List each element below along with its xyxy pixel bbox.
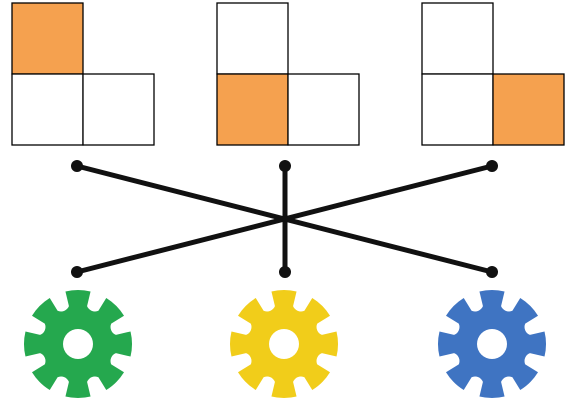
highlighted-square-bottom-right <box>492 73 565 146</box>
gears-row <box>24 290 546 398</box>
bottom-dot-3 <box>486 266 498 278</box>
square-bottom-left <box>11 73 84 146</box>
connector-lines <box>71 160 498 278</box>
green-gear-icon <box>24 290 132 398</box>
square-bottom-left <box>421 73 494 146</box>
pattern-2 <box>216 2 360 146</box>
pattern-1 <box>11 2 155 146</box>
bottom-dot-2 <box>279 266 291 278</box>
top-dot-1 <box>71 160 83 172</box>
blue-gear-icon <box>438 290 546 398</box>
gear-center-hole <box>269 329 299 359</box>
square-bottom-right <box>82 73 155 146</box>
square-top <box>216 2 289 75</box>
pattern-3 <box>421 2 565 146</box>
top-dot-2 <box>279 160 291 172</box>
bottom-dot-1 <box>71 266 83 278</box>
square-top <box>421 2 494 75</box>
gear-center-hole <box>477 329 507 359</box>
top-dot-3 <box>486 160 498 172</box>
highlighted-square-top <box>11 2 84 75</box>
highlighted-square-bottom-left <box>216 73 289 146</box>
patterns-row <box>11 2 565 146</box>
gear-center-hole <box>63 329 93 359</box>
square-bottom-right <box>287 73 360 146</box>
connector-line-3 <box>74 163 495 275</box>
yellow-gear-icon <box>230 290 338 398</box>
